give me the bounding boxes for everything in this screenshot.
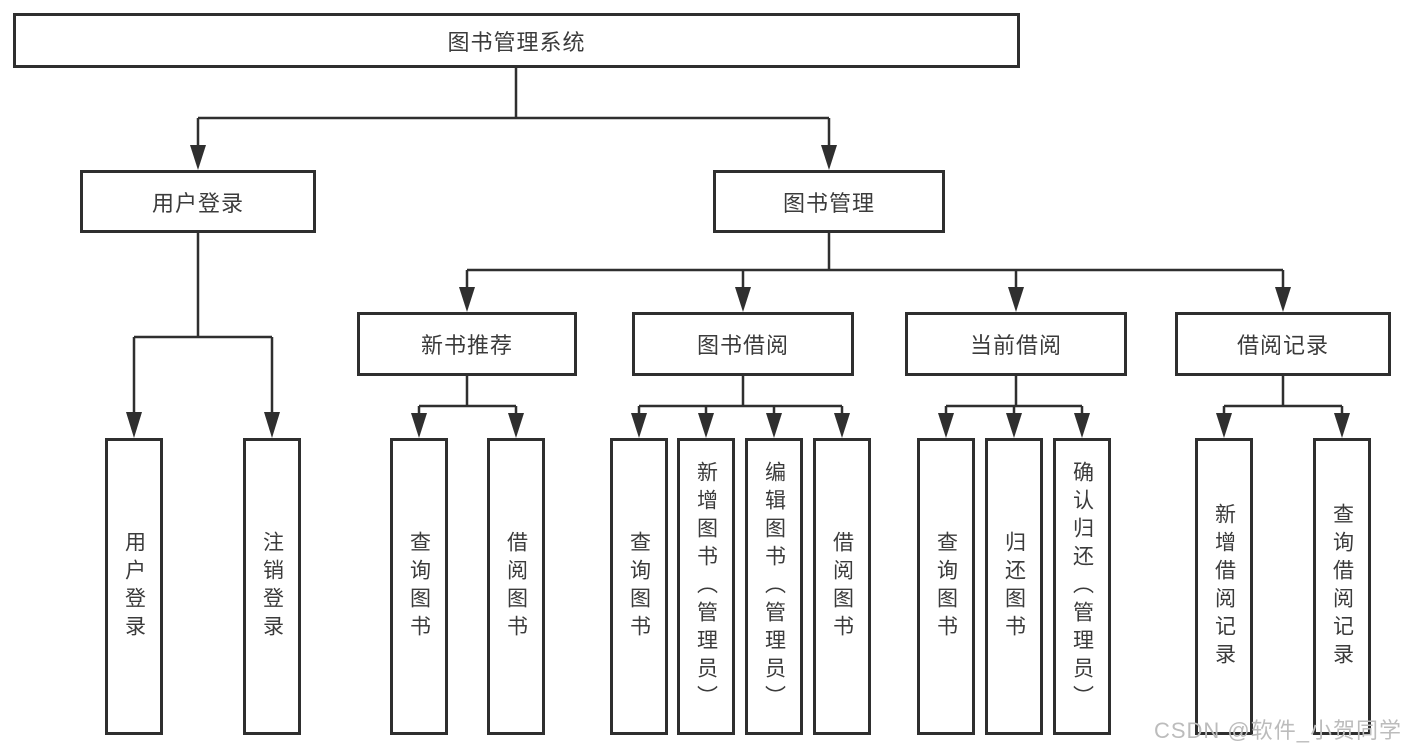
node-label: 注销登录 [260,530,284,643]
node-library-management-system: 图书管理系统 [13,13,1020,68]
node-label: 用户登录 [122,530,146,643]
node-leaf-logout: 注销登录 [243,438,301,735]
node-label: 用户登录 [151,190,244,216]
node-label: 归还图书 [1002,530,1026,643]
node-leaf-return-books: 归还图书 [985,438,1043,735]
node-leaf-borrow-books-2: 借阅图书 [813,438,871,735]
node-new-book-recommend: 新书推荐 [357,312,577,376]
node-label: 查询图书 [934,530,958,643]
node-label: 查询图书 [407,530,431,643]
node-label: 图书借阅 [696,333,789,358]
node-leaf-query-borrow-record: 查询借阅记录 [1313,438,1371,735]
connector-current-borrow [944,376,1084,414]
node-label: 新增图书（管理员） [694,460,718,713]
node-leaf-confirm-return-admin: 确认归还（管理员） [1053,438,1111,735]
node-leaf-add-borrow-record: 新增借阅记录 [1195,438,1253,735]
node-leaf-query-books-2: 查询图书 [610,438,668,735]
node-leaf-user-login: 用户登录 [105,438,163,735]
node-leaf-query-books-3: 查询图书 [917,438,975,735]
connector-user-login [132,233,274,413]
node-label: 图书管理系统 [447,29,586,55]
csdn-watermark: CSDN @软件_小贺同学 [1153,718,1402,743]
node-label: 查询图书 [627,530,651,643]
node-book-borrow: 图书借阅 [632,312,854,376]
connector-root [196,68,831,146]
connector-borrow-records [1222,376,1344,414]
node-label: 借阅图书 [830,530,854,643]
node-leaf-add-books-admin: 新增图书（管理员） [677,438,735,735]
node-label: 借阅图书 [504,530,528,643]
node-book-management: 图书管理 [713,170,945,233]
node-label: 借阅记录 [1236,333,1329,358]
node-borrow-records: 借阅记录 [1175,312,1391,376]
node-label: 确认归还（管理员） [1070,460,1094,713]
node-label: 图书管理 [782,190,875,216]
node-leaf-edit-books-admin: 编辑图书（管理员） [745,438,803,735]
node-current-borrow: 当前借阅 [905,312,1127,376]
connector-book-borrow [637,376,844,414]
node-label: 编辑图书（管理员） [762,460,786,713]
node-label: 查询借阅记录 [1330,502,1354,671]
node-label: 新书推荐 [420,333,513,358]
connector-book-management [465,233,1285,288]
arrowheads [126,145,1350,438]
node-leaf-query-books-1: 查询图书 [390,438,448,735]
node-leaf-borrow-books-1: 借阅图书 [487,438,545,735]
node-label: 新增借阅记录 [1212,502,1236,671]
node-label: 当前借阅 [969,333,1062,358]
node-user-login: 用户登录 [80,170,316,233]
connector-new-book-recommend [417,376,518,414]
